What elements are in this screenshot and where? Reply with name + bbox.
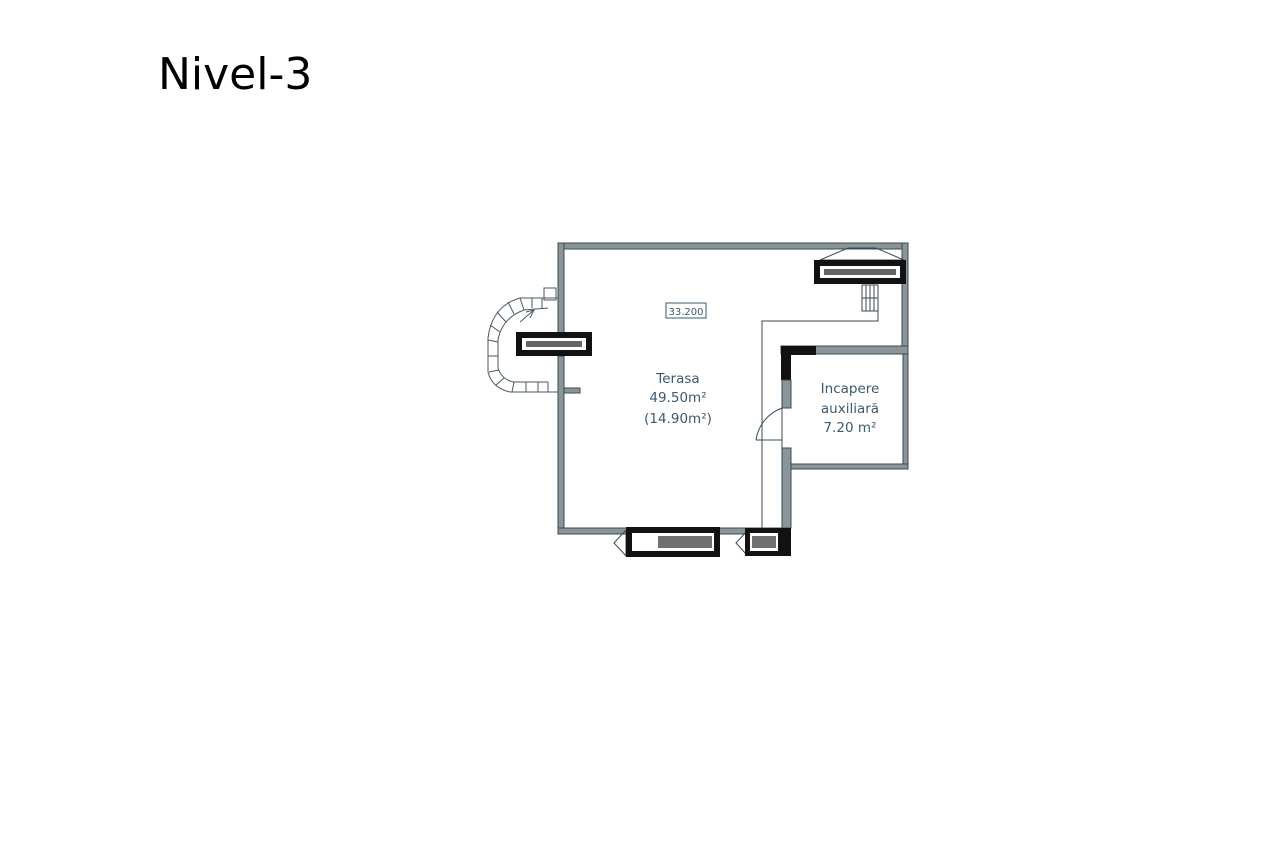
aux-left-wall-lower	[781, 447, 792, 529]
window-bottom-right-panes	[752, 536, 776, 548]
stair-tread	[495, 377, 505, 386]
terrace-area-secondary: (14.90m²)	[644, 411, 712, 427]
stair-tread	[511, 381, 515, 393]
window-bottom-right-hood	[735, 530, 747, 556]
level-marker-box	[665, 302, 707, 319]
aux-left-wall-upper	[781, 379, 792, 409]
terrace-area: 49.50m²	[649, 390, 706, 406]
aux-corner-column	[781, 346, 816, 380]
window-bottom-right	[735, 528, 791, 556]
left-wall-stub	[563, 387, 581, 394]
window-top-right-panes	[824, 269, 896, 275]
terrace-name: Terasa	[655, 371, 699, 387]
left-wall-upper	[557, 242, 565, 334]
slide-title: Nivel-3	[158, 49, 313, 100]
stair-tread	[519, 297, 525, 311]
stair-post	[543, 287, 557, 301]
auxiliary-room-name-line1: Incapere	[821, 381, 880, 397]
stair-tread	[488, 369, 500, 373]
window-left-panes	[526, 341, 582, 347]
staircase	[487, 287, 558, 393]
aux-bottom-wall	[790, 463, 909, 470]
door-arc	[755, 407, 783, 441]
left-wall-lower	[557, 355, 565, 535]
stair-arrow	[519, 309, 535, 323]
door	[755, 407, 783, 448]
window-top-right-hood	[819, 247, 905, 261]
auxiliary-room-name-line2: auxiliară	[821, 401, 879, 417]
stair-arrow-head	[525, 309, 535, 319]
stair-tread	[507, 301, 515, 315]
window-bottom-panes	[658, 536, 712, 548]
stair-tread	[496, 311, 507, 323]
window-top-right	[814, 247, 906, 284]
level-marker: 33.200	[669, 307, 704, 318]
aux-right-wall	[902, 353, 909, 469]
window-left	[516, 332, 592, 356]
stair-inner-outline	[497, 307, 549, 383]
ladder	[861, 284, 879, 312]
window-bottom	[613, 527, 720, 558]
stair-tread	[487, 339, 499, 343]
stair-tread	[489, 324, 501, 333]
auxiliary-room-walls	[780, 345, 909, 529]
auxiliary-room-area: 7.20 m²	[824, 420, 877, 436]
